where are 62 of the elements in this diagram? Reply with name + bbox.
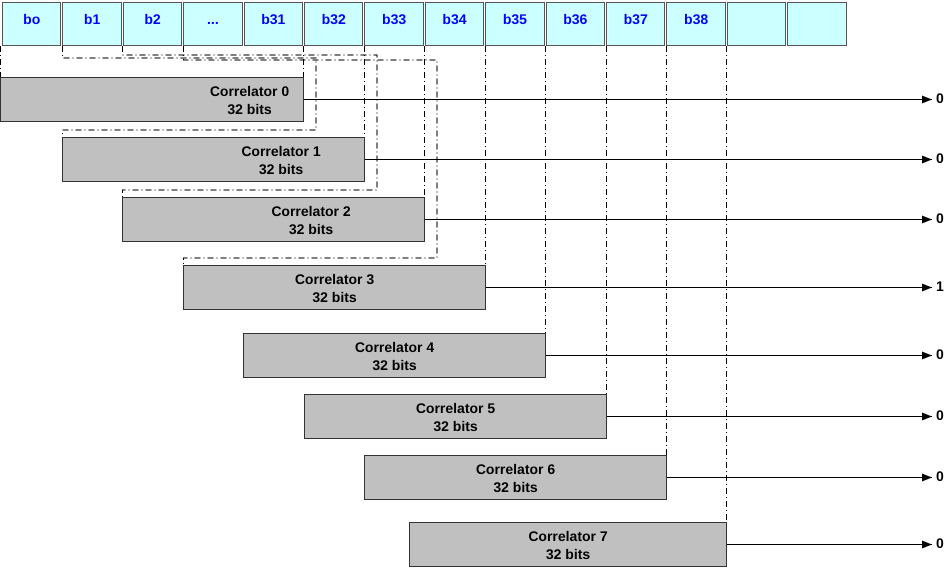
correlator-box xyxy=(409,522,727,567)
arrow xyxy=(364,156,932,164)
arrow xyxy=(304,96,932,104)
connector-line xyxy=(183,46,438,266)
correlator-text: Correlator 6 xyxy=(476,460,556,478)
bit-cell: b32 xyxy=(304,2,364,46)
correlator-text: 32 bits xyxy=(258,160,304,178)
output-value: 0 xyxy=(936,535,948,553)
correlator-text: 32 bits xyxy=(288,220,334,238)
bit-cell: b33 xyxy=(364,2,424,46)
arrow xyxy=(606,412,932,420)
correlator-text: Correlator 5 xyxy=(416,398,496,416)
correlator-box xyxy=(0,77,304,122)
correlator-box xyxy=(183,265,486,310)
bit-cell: b35 xyxy=(485,2,545,46)
bit-cell: b36 xyxy=(546,2,605,46)
output-value: 0 xyxy=(936,468,948,486)
bit-cell: b34 xyxy=(424,2,484,46)
correlator-text: 32 bits xyxy=(493,478,538,496)
correlator-box xyxy=(364,455,667,500)
connector-line xyxy=(0,46,1,78)
output-value: 0 xyxy=(936,150,948,168)
output-value: 0 xyxy=(936,407,948,425)
correlator-text: Correlator 3 xyxy=(294,270,374,288)
arrow xyxy=(486,284,932,292)
correlator-text: 32 bits xyxy=(372,356,417,374)
bit-cell: b1 xyxy=(62,2,122,46)
correlator-text: 32 bits xyxy=(312,288,357,306)
connector-line xyxy=(424,46,425,198)
correlator-text: Correlator 0 xyxy=(210,82,290,100)
output-value: 0 xyxy=(936,210,948,228)
correlator-text: Correlator 7 xyxy=(528,526,608,544)
connector-line xyxy=(545,46,546,334)
bit-cell: b31 xyxy=(244,2,303,46)
bit-cell: b2 xyxy=(122,2,182,46)
connector-line xyxy=(666,46,667,456)
connector-line xyxy=(606,46,607,394)
correlator-box xyxy=(122,197,425,242)
output-value: 1 xyxy=(936,278,948,296)
connector-line xyxy=(122,46,378,198)
arrow xyxy=(546,352,932,360)
bit-cell: b37 xyxy=(606,2,666,46)
arrow xyxy=(726,540,932,548)
correlator-text: Correlator 1 xyxy=(241,142,321,160)
connector-line xyxy=(485,46,486,266)
correlator-text: Correlator 2 xyxy=(271,202,351,220)
correlator-text: 32 bits xyxy=(546,544,590,562)
correlator-text: Correlator 4 xyxy=(354,338,434,356)
correlator-text: 32 bits xyxy=(433,416,478,434)
bit-cell: bo xyxy=(2,2,62,46)
correlator-box xyxy=(304,394,607,439)
arrow xyxy=(666,474,932,482)
output-value: 0 xyxy=(936,90,948,108)
output-value: 0 xyxy=(936,346,948,364)
connector-line xyxy=(303,46,304,78)
connector-line xyxy=(726,46,727,522)
bit-cell: ... xyxy=(183,2,243,46)
correlator-box xyxy=(62,137,365,182)
correlator-text: 32 bits xyxy=(227,100,272,118)
correlator-box xyxy=(243,333,546,378)
arrow xyxy=(424,216,932,224)
bit-cell: b38 xyxy=(666,2,726,46)
